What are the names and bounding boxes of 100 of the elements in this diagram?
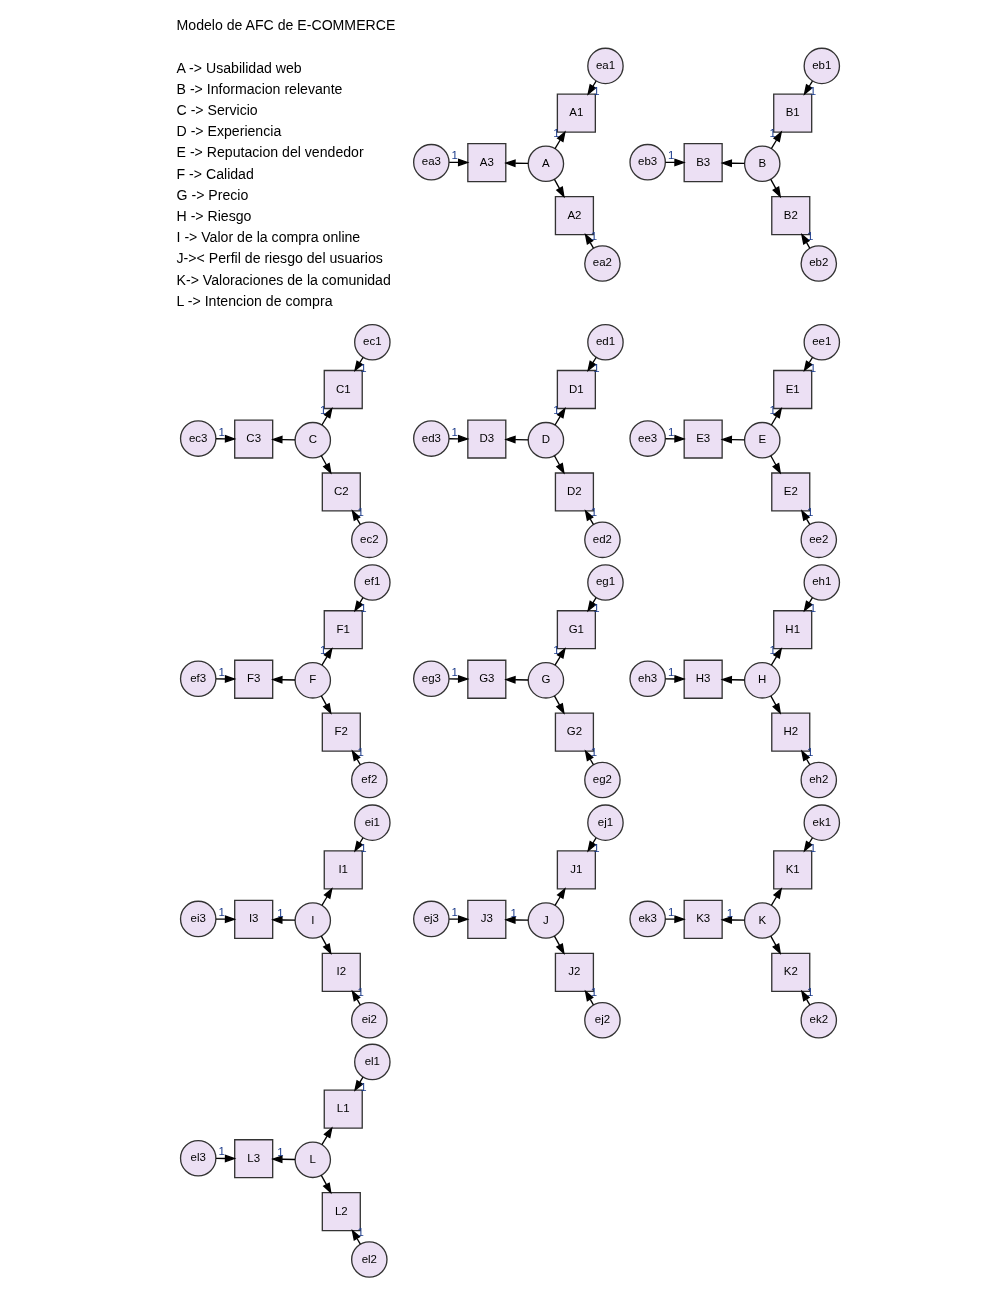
node-circle: el2 <box>351 1241 388 1278</box>
node-box: L3 <box>234 1139 274 1179</box>
label: D -> Experiencia <box>176 123 282 140</box>
node-circle: eh2 <box>800 761 838 799</box>
edge-label: 1 <box>593 842 600 855</box>
arrow <box>321 1126 333 1146</box>
node-box: C1 <box>323 369 363 410</box>
edge-label: 1 <box>277 1146 284 1159</box>
node-box: E3 <box>683 419 723 459</box>
arrow <box>803 837 814 853</box>
arrow <box>664 674 686 683</box>
node-circle: D <box>527 421 565 459</box>
node-circle: E <box>743 421 781 459</box>
node-circle: ec2 <box>351 521 388 559</box>
node-circle: ec3 <box>179 420 217 457</box>
edge-label: 1 <box>360 361 367 374</box>
node-box: B3 <box>683 143 723 183</box>
edge-label: 1 <box>769 643 776 656</box>
arrow <box>554 887 566 906</box>
arrow <box>271 675 296 684</box>
node-box: F3 <box>234 659 274 699</box>
edge-label: 1 <box>593 601 600 614</box>
arrow <box>448 674 470 683</box>
node-box: J3 <box>467 899 507 940</box>
edge-label: 1 <box>667 665 675 678</box>
label: K-> Valoraciones de la comunidad <box>176 271 391 288</box>
node-box: G1 <box>556 610 596 650</box>
label: I -> Valor de la compra online <box>176 229 361 246</box>
edge-label: 1 <box>360 1081 367 1094</box>
node-circle: A <box>527 145 565 183</box>
node-circle: ed3 <box>413 420 450 457</box>
arrow <box>720 675 746 684</box>
edge-label: 1 <box>769 403 776 416</box>
edge-label: 1 <box>218 1145 225 1158</box>
node-box: K3 <box>683 899 723 940</box>
node-circle: I <box>294 902 332 939</box>
edge-label: 1 <box>593 85 600 98</box>
node-box: I1 <box>323 850 363 890</box>
node-circle: ee2 <box>800 521 838 559</box>
label: F -> Calidad <box>176 165 254 182</box>
label: J->< Perfil de riesgo del usuarios <box>176 250 383 267</box>
arrow <box>584 232 595 249</box>
arrow <box>770 695 782 715</box>
node-circle: K <box>743 902 781 939</box>
arrow <box>351 749 361 766</box>
node-circle: H <box>743 662 781 699</box>
node-box: A3 <box>467 143 507 183</box>
arrow <box>321 887 333 906</box>
edge-label: 1 <box>360 601 367 614</box>
edge-label: 1 <box>360 842 367 855</box>
node-circle: ej1 <box>587 804 624 841</box>
arrow <box>800 509 811 526</box>
arrow <box>320 935 332 955</box>
node-circle: ef3 <box>179 660 217 698</box>
node-circle: L <box>294 1141 332 1179</box>
arrow <box>321 406 333 426</box>
arrow <box>587 80 597 96</box>
arrow <box>354 1076 364 1092</box>
node-circle: J <box>527 902 565 939</box>
arrow <box>800 989 811 1006</box>
arrow <box>553 695 565 715</box>
label: H -> Riesgo <box>176 207 252 224</box>
node-circle: eh1 <box>803 564 841 601</box>
arrow <box>720 915 746 924</box>
node-circle: ef2 <box>351 761 388 799</box>
arrow <box>553 935 565 955</box>
label: L -> Intencion de compra <box>176 292 333 309</box>
edge-label: 1 <box>218 665 225 678</box>
arrow <box>271 915 296 924</box>
edge-label: 1 <box>667 149 675 162</box>
arrow <box>351 1229 361 1245</box>
arrow <box>354 597 364 613</box>
node-box: G3 <box>467 659 507 699</box>
arrow <box>320 1174 332 1195</box>
edge-label: 1 <box>218 425 225 438</box>
node-circle: eh3 <box>629 660 666 698</box>
node-circle: ec1 <box>354 323 391 361</box>
arrow <box>320 695 332 715</box>
node-box: C3 <box>234 419 274 459</box>
node-circle: ei2 <box>351 1001 388 1039</box>
node-box: D3 <box>467 419 507 459</box>
edge-label: 1 <box>451 906 458 918</box>
node-circle: ej2 <box>584 1001 621 1039</box>
node-circle: ek1 <box>803 804 841 841</box>
arrow <box>770 406 783 426</box>
arrow <box>215 674 237 683</box>
node-circle: ej3 <box>413 900 450 938</box>
node-circle: ei1 <box>354 804 391 841</box>
arrow <box>770 887 783 906</box>
node-circle: ek3 <box>629 900 666 938</box>
node-circle: ek2 <box>800 1001 838 1039</box>
node-circle: ef1 <box>354 564 391 601</box>
arrow <box>770 130 783 150</box>
arrow <box>770 647 783 666</box>
label: A -> Usabilidad web <box>176 59 302 76</box>
arrow <box>320 455 332 475</box>
node-circle: ee3 <box>629 420 666 457</box>
arrow <box>800 749 811 766</box>
label: G -> Precio <box>176 186 249 203</box>
node-box: A1 <box>556 93 596 133</box>
